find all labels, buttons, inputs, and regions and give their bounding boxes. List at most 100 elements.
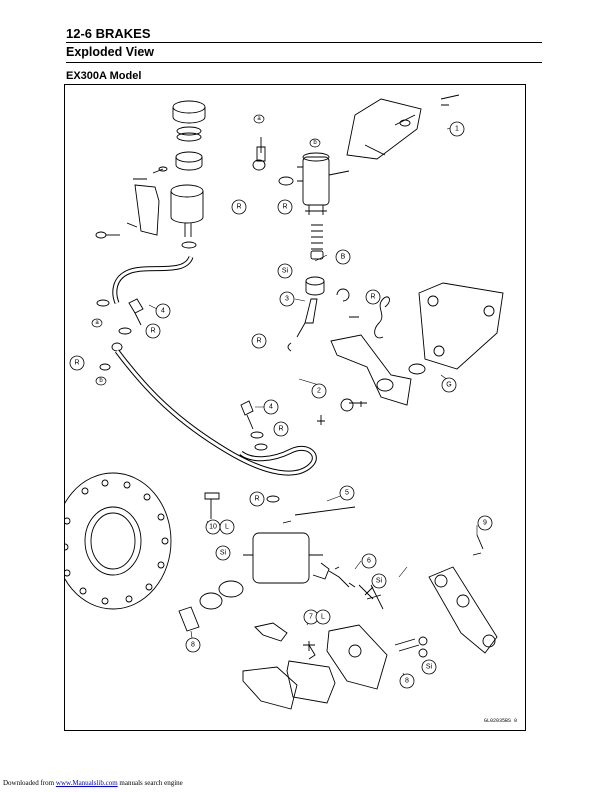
callout-8-left-label: 8: [191, 642, 195, 649]
reservoir-fitting: [256, 137, 266, 162]
caliper-holder: [326, 624, 388, 690]
brake-pad-outer: [242, 666, 298, 710]
marker-a-1-label: a: [257, 116, 261, 122]
caliper-piston: [178, 606, 200, 632]
marker-a-1: [253, 114, 265, 124]
callout-7-label: 7: [309, 614, 313, 621]
marker-si-3: [421, 659, 437, 675]
master-cylinder: [302, 156, 330, 206]
header-rule: [66, 42, 542, 43]
callout-8-left: [185, 637, 201, 653]
marker-l-1: [219, 519, 235, 535]
marker-r-1-label: R: [236, 204, 241, 211]
marker-si-4-label: Si: [282, 268, 289, 275]
callout-4-upper: [155, 303, 171, 319]
callout-B-upper: [335, 249, 351, 265]
return-spring: [374, 296, 390, 339]
push-rod: [296, 298, 318, 338]
reservoir-hose: [112, 255, 194, 304]
callout-G: [441, 377, 457, 393]
marker-r-7: [273, 421, 289, 437]
callout-8-right: [399, 673, 415, 689]
marker-b-2-label: b: [99, 378, 103, 384]
subtitle-rule: [66, 62, 542, 63]
marker-r-1: [231, 199, 247, 215]
marker-l-2-label: L: [321, 614, 325, 621]
section-title: 12-6 BRAKES: [66, 26, 151, 41]
callout-9-label: 9: [483, 520, 487, 527]
exploded-view-drawing: 1 2 3 4 4 5 6 7 8 8 9 10 G B R R R R R R…: [65, 94, 504, 710]
marker-r-8: [249, 491, 265, 507]
drawing-code: GL02035BS 0: [483, 718, 517, 724]
marker-a-2-label: a: [95, 320, 99, 326]
callout-4-upper-label: 4: [161, 308, 165, 315]
exploded-view-figure: 1 2 3 4 4 5 6 7 8 8 9 10 G B R R R R R R…: [64, 84, 526, 731]
callout-10-label: 10: [209, 524, 217, 531]
callout-2: [311, 383, 327, 399]
footer-suffix: manuals search engine: [119, 779, 183, 787]
page-subtitle: Exploded View: [66, 45, 154, 59]
reservoir-body: [170, 184, 204, 198]
banjo-bolt-lower: [240, 400, 254, 430]
marker-si-4: [277, 263, 293, 279]
footer-prefix: Downloaded from: [3, 779, 55, 787]
callout-5: [339, 485, 355, 501]
model-label: EX300A Model: [66, 70, 142, 82]
marker-r-5-label: R: [74, 360, 79, 367]
callout-1-label: 1: [455, 126, 459, 133]
marker-r-4: [145, 323, 161, 339]
marker-r-2-label: R: [282, 204, 287, 211]
marker-si-1-label: Si: [220, 550, 227, 557]
download-footer: Downloaded from www.Manualslib.com manua…: [3, 779, 183, 787]
callout-2-label: 2: [317, 388, 321, 395]
reservoir-diaphragm: [176, 126, 202, 136]
callout-5-label: 5: [345, 490, 349, 497]
disc-bolt: [204, 492, 220, 519]
leader-lines: [148, 126, 478, 682]
rear-footrest-bracket: [418, 282, 504, 370]
brake-pad-inner: [286, 660, 336, 704]
marker-r-8-label: R: [254, 496, 259, 503]
marker-r-4-label: R: [150, 328, 155, 335]
marker-r-3: [365, 289, 381, 305]
callout-6: [361, 553, 377, 569]
disc-holes: [65, 479, 169, 605]
callout-1: [449, 121, 465, 137]
callout-4-lower: [263, 399, 279, 415]
marker-b-1-label: b: [313, 140, 317, 146]
brake-pedal: [330, 334, 412, 406]
manualslib-link[interactable]: www.Manualslib.com: [55, 779, 118, 787]
marker-r-7-label: R: [278, 426, 283, 433]
brake-disc: [65, 472, 172, 610]
callout-6-label: 6: [367, 558, 371, 565]
marker-r-2: [277, 199, 293, 215]
marker-l-2: [315, 609, 331, 625]
marker-si-2: [371, 573, 387, 589]
reservoir-bracket: [126, 184, 160, 236]
callout-4-lower-label: 4: [269, 404, 273, 411]
marker-r-6-label: R: [256, 338, 261, 345]
upper-footrest-bracket: [346, 98, 422, 160]
torque-link: [428, 566, 498, 654]
pad-spring: [254, 622, 288, 642]
piston-spring: [311, 224, 323, 250]
reservoir-cap: [172, 100, 206, 114]
marker-l-1-label: L: [225, 524, 229, 531]
marker-b-1: [309, 138, 321, 148]
marker-r-6: [251, 333, 267, 349]
marker-a-2: [91, 318, 103, 328]
callout-3: [279, 291, 295, 307]
callout-9: [477, 515, 493, 531]
brake-caliper: [252, 532, 310, 584]
callout-g-label: G: [446, 382, 451, 389]
callout-3-label: 3: [285, 296, 289, 303]
marker-r-5: [69, 355, 85, 371]
marker-si-1: [215, 545, 231, 561]
marker-r-3-label: R: [370, 294, 375, 301]
reservoir-plate: [175, 151, 203, 163]
marker-si-3-label: Si: [426, 664, 433, 671]
callout-b-upper-label: B: [341, 254, 346, 261]
banjo-bolt-upper: [128, 298, 144, 326]
callout-8-right-label: 8: [405, 678, 409, 685]
marker-b-2: [95, 376, 107, 386]
